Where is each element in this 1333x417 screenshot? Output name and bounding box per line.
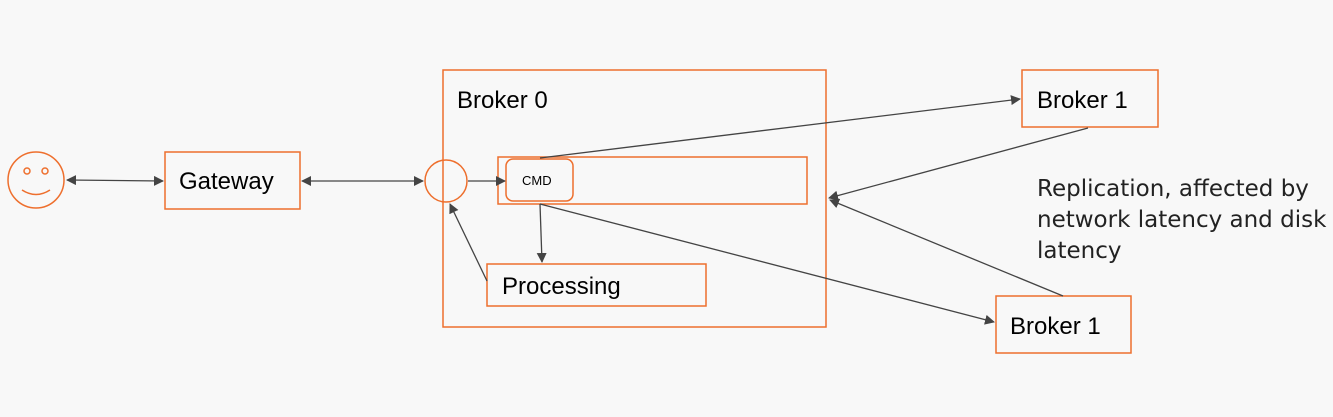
arrow-processing-port	[449, 203, 488, 282]
arrow-cmd-broker1-top	[539, 95, 1021, 159]
broker1-top-label: Broker 1	[1037, 87, 1128, 114]
broker0-label: Broker 0	[457, 87, 548, 114]
arrow-user-gateway	[66, 175, 164, 186]
arrow-cmd-processing	[536, 203, 547, 263]
broker1-bottom-label: Broker 1	[1010, 313, 1101, 340]
arrow-cmd-broker1-bottom	[539, 203, 995, 325]
replication-note: Replication, affected by network latency…	[1037, 176, 1327, 264]
gateway-label: Gateway	[179, 168, 274, 195]
cmd-box	[505, 158, 574, 202]
cmd-label: CMD	[522, 173, 552, 188]
arrow-broker1-bottom-ack	[829, 198, 1064, 297]
broker1-bottom-box	[995, 295, 1132, 354]
entry-port-circle	[424, 159, 468, 203]
arrow-broker1-top-ack	[828, 127, 1089, 201]
gateway-box	[164, 151, 301, 210]
processing-label: Processing	[502, 273, 621, 300]
smiley-icon	[7, 151, 65, 209]
broker1-top-box	[1021, 69, 1159, 128]
processing-box	[486, 263, 707, 307]
broker0-box	[442, 69, 827, 328]
